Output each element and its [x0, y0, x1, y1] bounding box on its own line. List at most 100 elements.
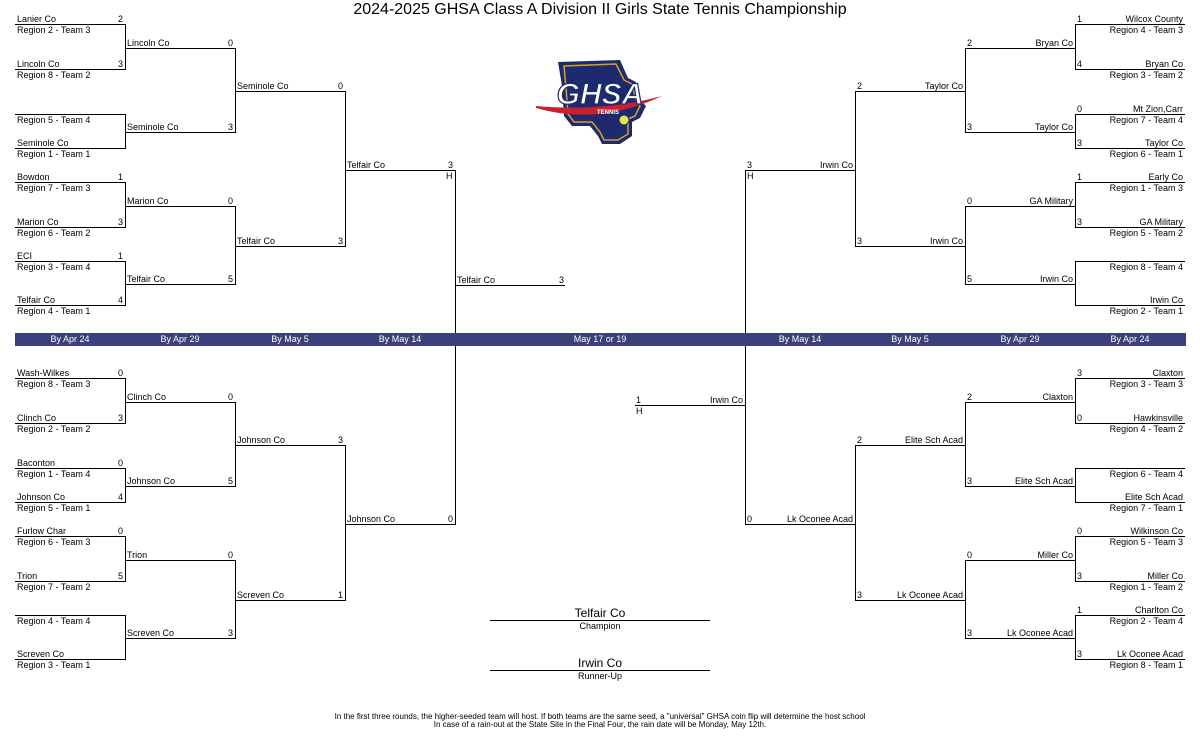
team-name: Lanier Co	[17, 14, 57, 24]
team-slot-line	[745, 524, 855, 525]
round-date-label: May 17 or 19	[573, 334, 627, 344]
team-name: Screven Co	[127, 628, 175, 638]
team-score: 0	[117, 458, 123, 468]
team-name: Lincoln Co	[17, 59, 60, 69]
champion-name: Telfair Co	[574, 606, 626, 620]
team-name: Irwin Co	[819, 160, 853, 170]
team-name: Clinch Co	[17, 413, 57, 423]
runner-up-label: Runner-Up	[577, 671, 623, 681]
team-name: Early Co	[1148, 172, 1183, 182]
team-name: Seminole Co	[237, 81, 289, 91]
runner-up-name: Irwin Co	[577, 656, 622, 670]
team-score: 0	[227, 196, 233, 206]
team-name: Clinch Co	[127, 392, 167, 402]
team-slot-line	[125, 560, 235, 561]
team-name: Wilcox County	[1125, 14, 1183, 24]
champion-box: Telfair Co Champion	[490, 607, 710, 631]
team-slot-line	[15, 536, 125, 537]
bracket-connector	[235, 206, 236, 285]
team-name: Irwin Co	[1149, 295, 1183, 305]
team-seed: Region 5 - Team 2	[1109, 228, 1183, 238]
team-slot-line	[965, 638, 1075, 639]
team-seed: Region 2 - Team 1	[1109, 306, 1183, 316]
team-score: 4	[1077, 59, 1083, 69]
team-score: 2	[967, 392, 973, 402]
team-score: 0	[337, 81, 343, 91]
team-score: 0	[747, 514, 753, 524]
team-score: 3	[1077, 217, 1083, 227]
team-slot-line	[965, 206, 1075, 207]
team-slot-line	[1075, 615, 1185, 616]
bracket-connector	[235, 402, 236, 487]
team-score: 5	[227, 476, 233, 486]
team-score: 3	[1077, 368, 1083, 378]
team-slot-line	[965, 284, 1075, 285]
team-slot-line	[15, 502, 125, 503]
team-seed: Region 5 - Team 3	[1109, 537, 1183, 547]
team-score: 3	[1077, 571, 1083, 581]
team-score: 5	[967, 274, 973, 284]
host-mark: H	[747, 171, 754, 181]
team-score: 1	[1077, 172, 1083, 182]
bracket-connector	[965, 48, 966, 133]
team-seed: Region 3 - Team 3	[1109, 379, 1183, 389]
round-date-label: By Apr 29	[1000, 334, 1040, 344]
team-slot-line	[125, 284, 235, 285]
team-score: 1	[1077, 605, 1083, 615]
team-slot-line	[1075, 502, 1185, 503]
bracket-connector	[1075, 114, 1076, 149]
team-slot-line	[125, 402, 235, 403]
round-date-label: By May 14	[378, 334, 422, 344]
round-date-label: By Apr 24	[1110, 334, 1150, 344]
team-score: 2	[967, 38, 973, 48]
team-slot-line	[125, 638, 235, 639]
team-seed: Region 6 - Team 1	[1109, 149, 1183, 159]
team-slot-line	[15, 69, 125, 70]
bracket-connector	[345, 91, 346, 247]
final-slot-line	[455, 285, 565, 286]
team-name: Hawkinsville	[1133, 413, 1183, 423]
team-slot-line	[855, 246, 965, 247]
team-score: 0	[1077, 104, 1083, 114]
bracket-connector	[965, 560, 966, 639]
team-score: 0	[447, 514, 453, 524]
team-slot-line	[1075, 24, 1185, 25]
team-score: 0	[117, 368, 123, 378]
team-slot-line	[15, 378, 125, 379]
team-name: Johnson Co	[347, 514, 396, 524]
team-slot-line	[125, 132, 235, 133]
team-slot-line	[125, 486, 235, 487]
team-name: Trion	[127, 550, 148, 560]
bracket-connector	[125, 615, 126, 660]
team-slot-line	[15, 468, 125, 469]
final-connector-left	[455, 170, 456, 525]
team-seed: Region 8 - Team 1	[1109, 660, 1183, 670]
bracket-connector	[125, 114, 126, 149]
team-score: 0	[227, 38, 233, 48]
champion-label: Champion	[579, 621, 621, 631]
team-slot-line	[745, 170, 855, 171]
team-name: Screven Co	[237, 590, 285, 600]
team-slot-line	[1075, 581, 1185, 582]
team-score: 0	[227, 392, 233, 402]
team-name: Telfair Co	[237, 236, 276, 246]
bracket-connector	[235, 560, 236, 639]
team-score: 3	[967, 628, 973, 638]
team-slot-line	[855, 445, 965, 446]
team-name: GA Military	[1029, 196, 1073, 206]
team-name: Miller Co	[1147, 571, 1183, 581]
final-connector-right	[745, 170, 746, 525]
team-seed: Region 1 - Team 3	[1109, 183, 1183, 193]
bracket-connector	[965, 402, 966, 487]
team-score: 5	[227, 274, 233, 284]
team-score: 3	[117, 413, 123, 423]
runner-up-box: Irwin Co Runner-Up	[490, 657, 710, 681]
team-slot-line	[235, 246, 345, 247]
bracket-connector	[1075, 182, 1076, 228]
team-slot-line	[965, 48, 1075, 49]
team-score: 0	[1077, 526, 1083, 536]
team-slot-line	[15, 581, 125, 582]
team-slot-line	[125, 206, 235, 207]
